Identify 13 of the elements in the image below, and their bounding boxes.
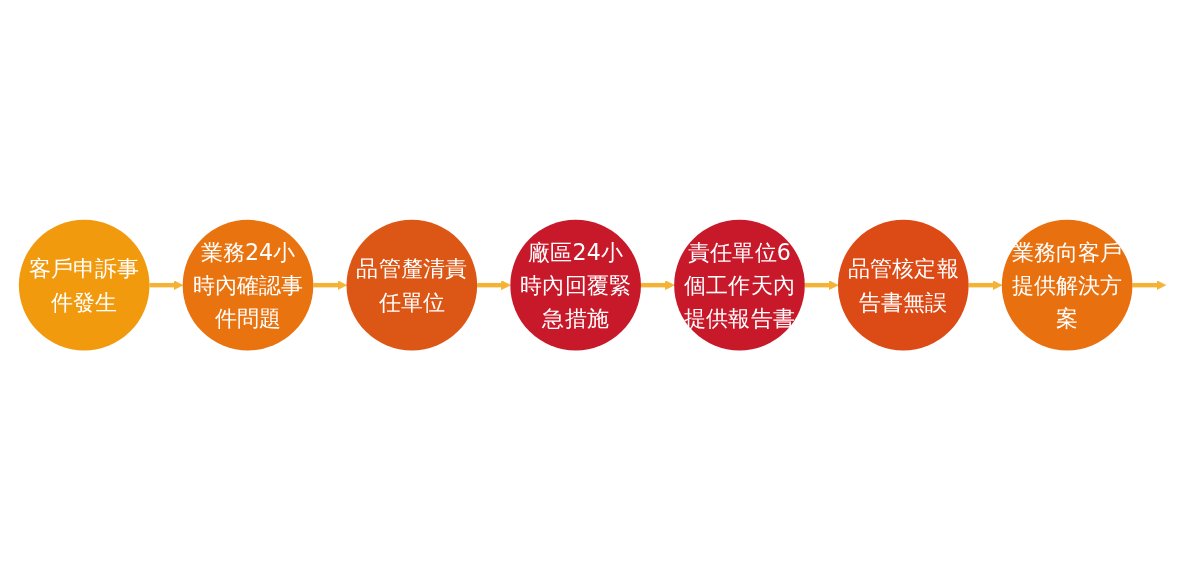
node-circle: 客戶申訴事件發生 [18,219,150,351]
arrow [477,280,511,290]
arrow [149,280,184,290]
arrow [640,280,675,290]
node-circle: 品管核定報告書無誤 [838,219,969,351]
node-circle: 業務24小時內確認事件問題 [182,219,314,351]
arrow [968,280,1003,290]
node-circle: 業務向客戶提供解決方案 [1001,219,1133,351]
node-circle: 廠區24小時內回覆緊急措施 [510,219,641,351]
node-circle: 品管釐清責任單位 [346,219,478,351]
arrow [804,280,839,290]
arrow [1132,280,1167,290]
arrow [313,280,347,290]
